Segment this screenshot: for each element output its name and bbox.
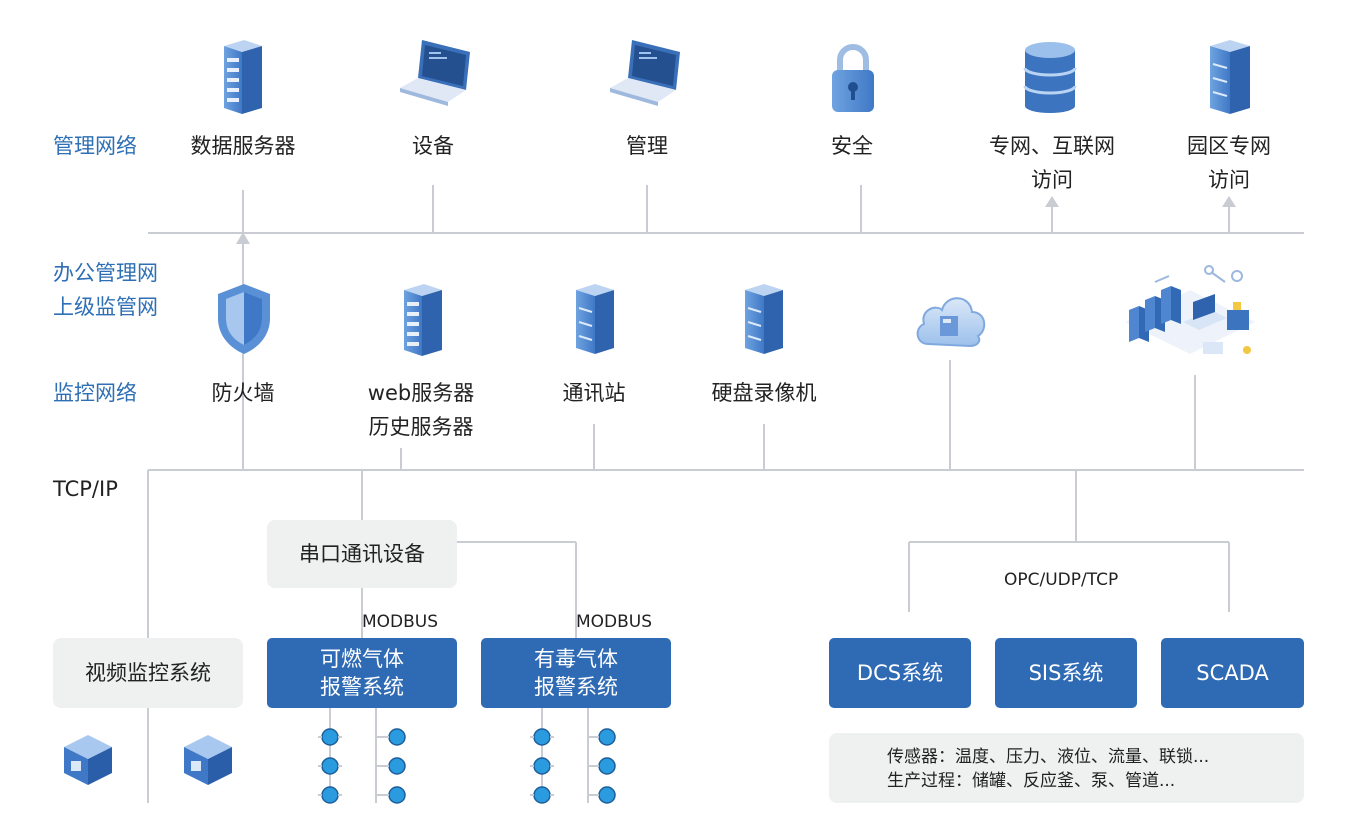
web-history-server-label: web服务器 历史服务器 xyxy=(368,376,474,444)
toxic-gas-line1: 有毒气体 xyxy=(534,647,618,671)
combustible-gas-line1: 可燃气体 xyxy=(320,647,404,671)
dcs-system-box: DCS系统 xyxy=(829,638,971,708)
serial-comm-device-box: 串口通讯设备 xyxy=(267,520,457,588)
opc-udp-tcp-label: OPC/UDP/TCP xyxy=(1004,570,1119,590)
laptop-icon xyxy=(400,40,470,106)
section-label-supervision-net: 上级监管网 xyxy=(53,295,158,319)
park-network-access-label: 园区专网 访问 xyxy=(1187,129,1271,197)
modbus-label-left: MODBUS xyxy=(362,612,439,632)
camera-cube-icon xyxy=(64,735,112,785)
process-note-line: 生产过程：储罐、反应釜、泵、管道... xyxy=(887,771,1176,791)
section-label-office-net: 办公管理网 xyxy=(53,261,158,285)
nvr-label: 硬盘录像机 xyxy=(711,381,817,405)
database-icon xyxy=(1023,42,1077,113)
comm-station-label: 通讯站 xyxy=(562,381,626,405)
scada-system-box: SCADA xyxy=(1161,638,1304,708)
server-tower-icon xyxy=(1210,40,1250,114)
lock-icon xyxy=(832,44,874,112)
security-label: 安全 xyxy=(831,134,873,158)
section-label-management: 管理网络 xyxy=(53,134,137,158)
data-center-illustration-icon xyxy=(1125,265,1255,354)
park-network-line2: 访问 xyxy=(1208,168,1250,192)
firewall-shield-icon xyxy=(218,284,270,354)
laptop-icon xyxy=(610,40,680,106)
video-monitoring-system-box: 视频监控系统 xyxy=(53,638,243,708)
park-network-line1: 园区专网 xyxy=(1187,134,1271,158)
toxic-gas-alarm-box: 有毒气体 报警系统 xyxy=(481,638,671,708)
nvr-icon xyxy=(745,284,783,354)
sensor-note-line: 传感器：温度、压力、液位、流量、联锁... xyxy=(887,747,1210,767)
combustible-gas-alarm-box: 可燃气体 报警系统 xyxy=(267,638,457,708)
combustible-gas-line2: 报警系统 xyxy=(320,675,404,699)
private-internet-line2: 访问 xyxy=(1031,168,1073,192)
sensor-dots xyxy=(321,728,616,804)
management-label: 管理 xyxy=(626,134,668,158)
section-label-monitoring: 监控网络 xyxy=(53,381,137,405)
history-server-line: 历史服务器 xyxy=(368,415,474,439)
server-rack-icon xyxy=(224,40,262,114)
data-server-label: 数据服务器 xyxy=(190,134,296,158)
private-internet-line1: 专网、互联网 xyxy=(989,134,1115,158)
web-server-icon xyxy=(404,284,442,356)
firewall-label: 防火墙 xyxy=(211,381,275,405)
comm-station-icon xyxy=(576,284,614,354)
toxic-gas-line2: 报警系统 xyxy=(534,675,618,699)
web-server-line: web服务器 xyxy=(367,381,475,405)
sis-system-box: SIS系统 xyxy=(995,638,1137,708)
tcpip-label: TCP/IP xyxy=(53,477,118,501)
equipment-label: 设备 xyxy=(412,134,454,158)
sensor-process-note: 传感器：温度、压力、液位、流量、联锁... 生产过程：储罐、反应釜、泵、管道..… xyxy=(829,733,1304,803)
private-internet-access-label: 专网、互联网 访问 xyxy=(989,129,1115,197)
camera-cube-icon xyxy=(184,735,232,785)
cloud-storage-icon xyxy=(916,297,986,348)
modbus-label-right: MODBUS xyxy=(576,612,653,632)
